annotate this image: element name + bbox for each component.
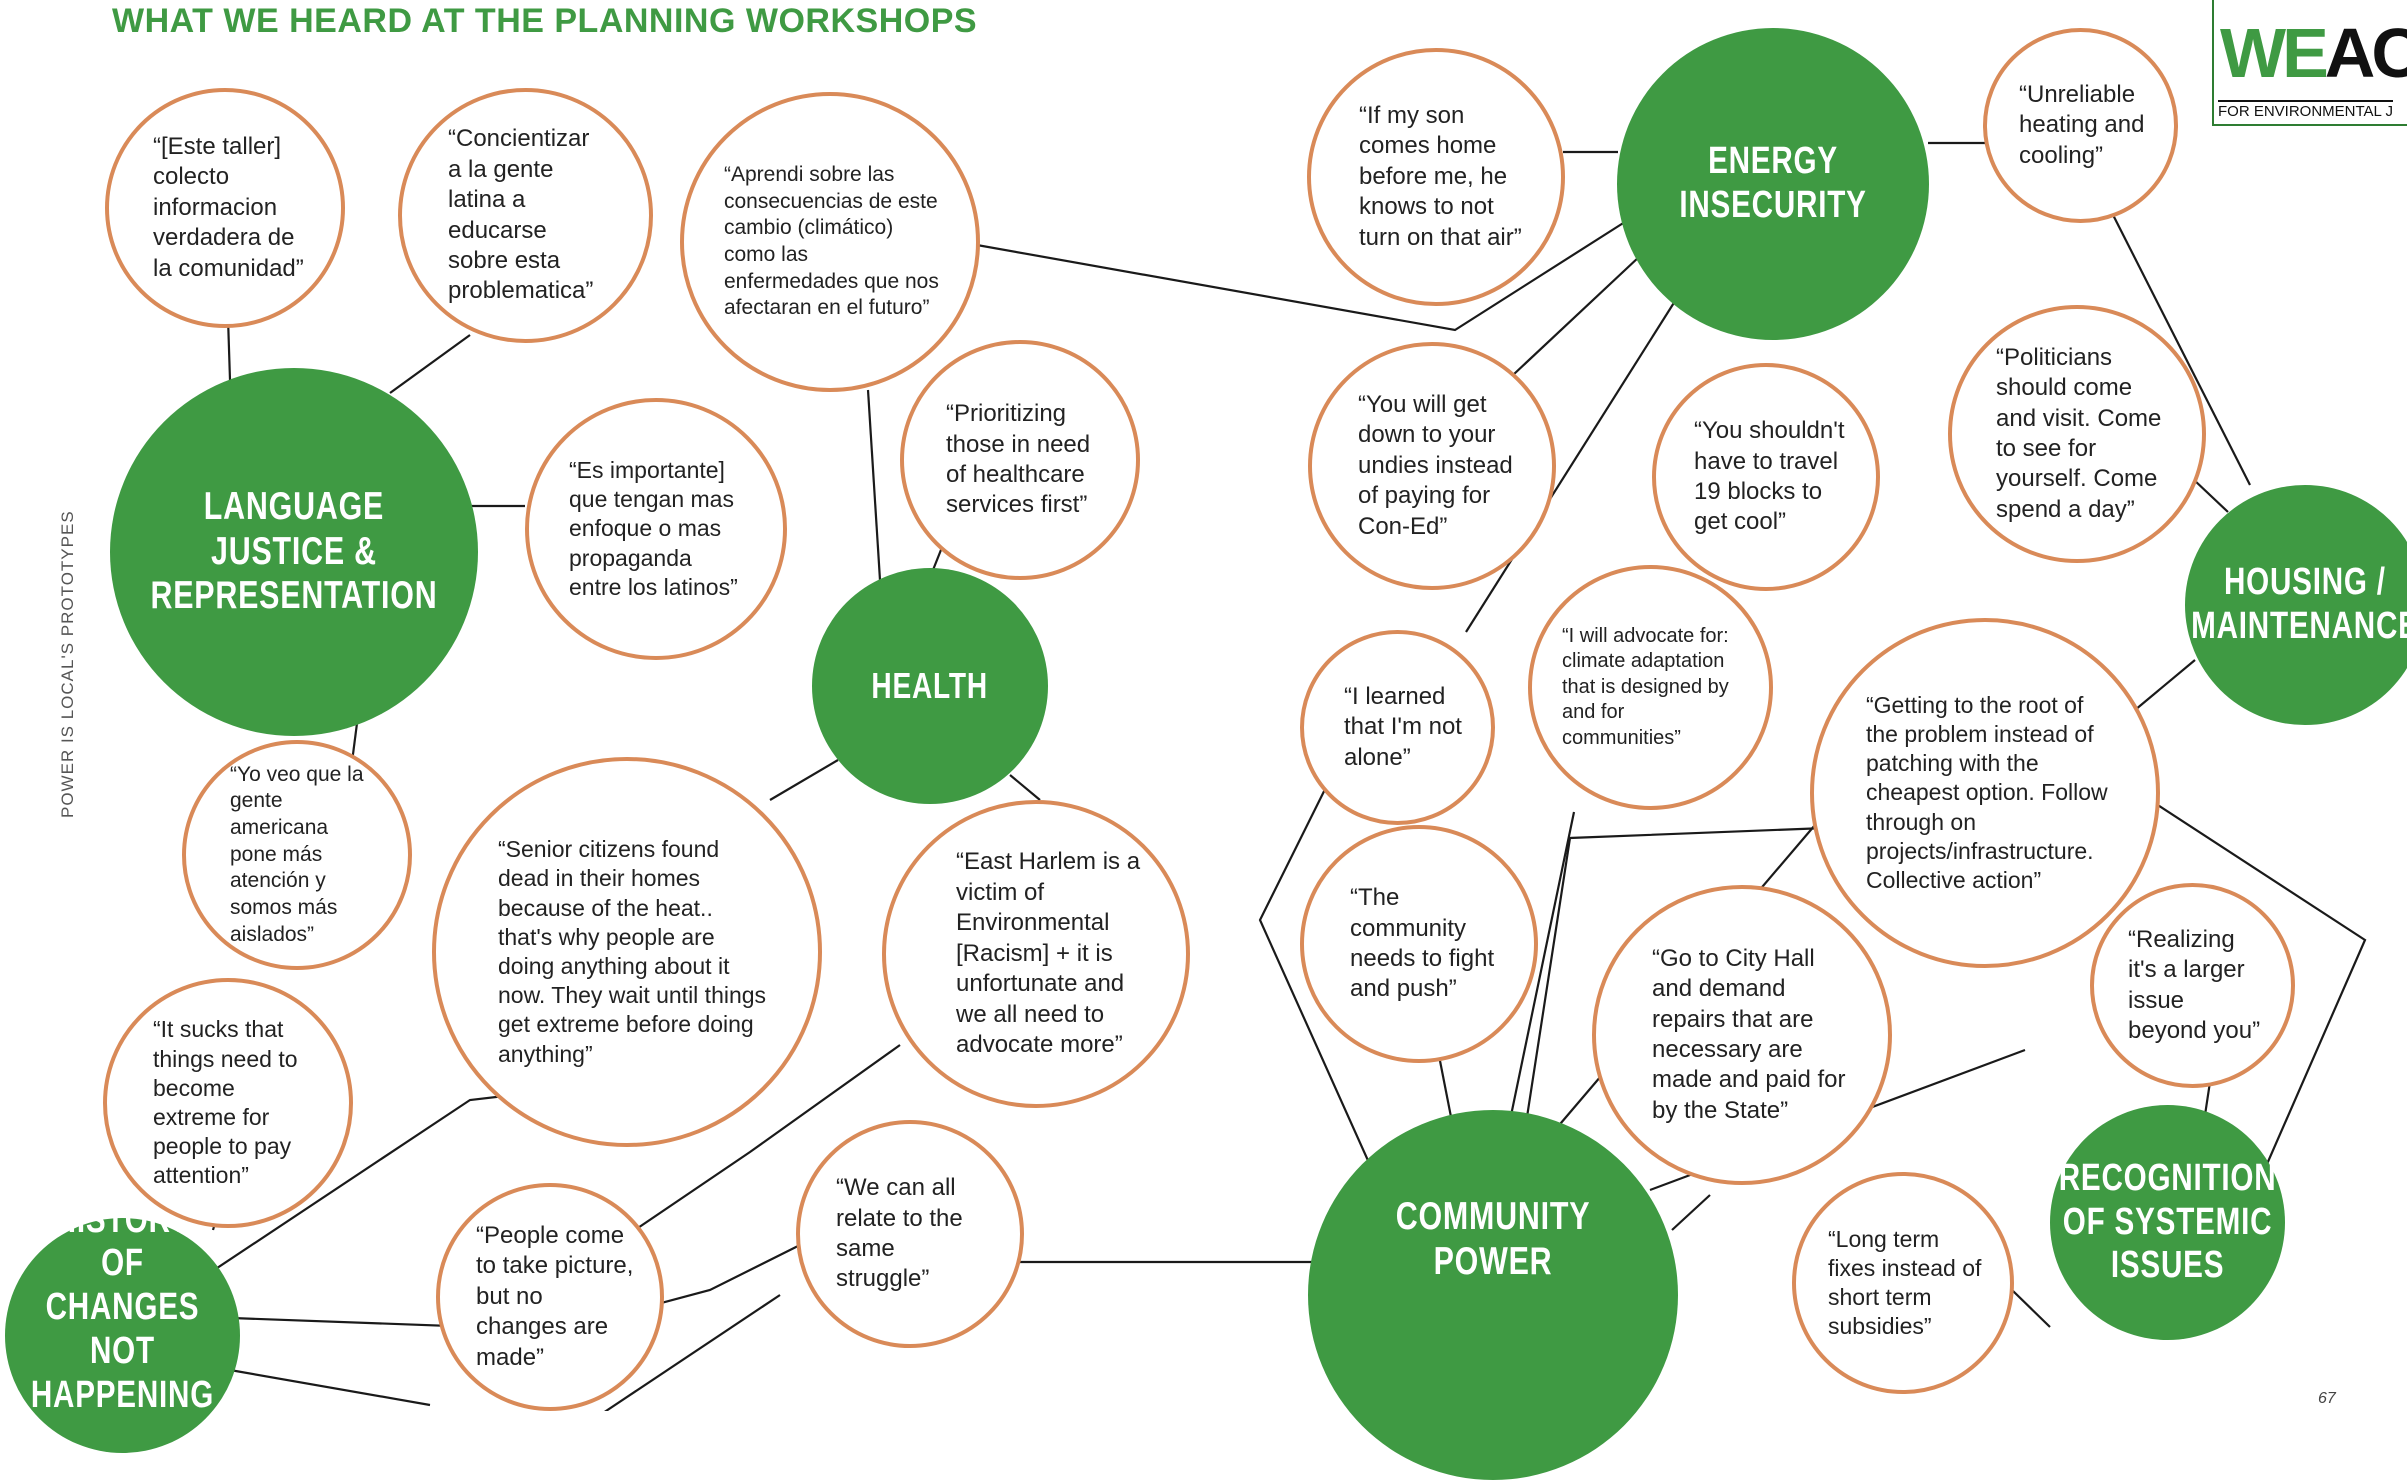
quote-importante: “Es importante] que tengan mas enfoque o… bbox=[525, 398, 787, 660]
quote-son-text: “If my son comes home before me, he know… bbox=[1359, 101, 1522, 251]
quote-larger: “Realizing it's a larger issue beyond yo… bbox=[2090, 883, 2295, 1088]
theme-energy-insecurity-label: ENERGY INSECURITY bbox=[1679, 140, 1867, 226]
weact-logo: WEAC FOR ENVIRONMENTAL J bbox=[2212, 0, 2407, 126]
quote-advocate-text: “I will advocate for: climate adaptation… bbox=[1562, 625, 1729, 749]
quote-longterm-text: “Long term fixes instead of short term s… bbox=[1828, 1225, 1982, 1340]
quote-advocate: “I will advocate for: climate adaptation… bbox=[1528, 565, 1773, 810]
quote-prioritizing-text: “Prioritizing those in need of healthcar… bbox=[946, 400, 1091, 519]
side-label: POWER IS LOCAL'S PROTOTYPES bbox=[58, 510, 77, 818]
quote-son: “If my son comes home before me, he know… bbox=[1307, 48, 1565, 306]
theme-history-changes-label: HISTORY OF CHANGES NOT HAPPENING bbox=[30, 1198, 215, 1416]
quote-veo: “Yo veo que la gente americana pone más … bbox=[182, 740, 412, 970]
quote-taller: “[Este taller] colecto informacion verda… bbox=[105, 88, 345, 328]
quote-harlem-text: “East Harlem is a victim of Environmenta… bbox=[956, 848, 1141, 1059]
quote-veo-text: “Yo veo que la gente americana pone más … bbox=[230, 762, 364, 946]
quote-picture-text: “People come to take picture, but no cha… bbox=[476, 1221, 634, 1371]
quote-cityhall-text: “Go to City Hall and demand repairs that… bbox=[1652, 944, 1846, 1124]
quote-concientizar-text: “Concientizar a la gente latina a educar… bbox=[448, 125, 594, 305]
quote-harlem: “East Harlem is a victim of Environmenta… bbox=[882, 800, 1190, 1108]
quote-undies-text: “You will get down to your undies instea… bbox=[1358, 390, 1513, 540]
quote-prioritizing: “Prioritizing those in need of healthcar… bbox=[900, 340, 1140, 580]
quote-picture: “People come to take picture, but no cha… bbox=[436, 1183, 664, 1411]
quote-learned-text: “I learned that I'm not alone” bbox=[1344, 682, 1462, 771]
quote-sucks-text: “It sucks that things need to become ext… bbox=[153, 1016, 298, 1189]
theme-community-power-label: COMMUNITY POWER bbox=[1395, 1195, 1591, 1283]
quote-cityhall: “Go to City Hall and demand repairs that… bbox=[1592, 885, 1892, 1185]
quote-root-text: “Getting to the root of the problem inst… bbox=[1866, 691, 2108, 893]
logo-subtitle: FOR ENVIRONMENTAL J bbox=[2218, 100, 2394, 120]
theme-energy-insecurity: ENERGY INSECURITY bbox=[1617, 28, 1929, 340]
theme-recognition-systemic-label: RECOGNITION OF SYSTEMIC ISSUES bbox=[2058, 1156, 2277, 1287]
quote-politicians: “Politicians should come and visit. Come… bbox=[1948, 305, 2206, 563]
quote-blocks-text: “You shouldn't have to travel 19 blocks … bbox=[1694, 417, 1845, 536]
quote-unreliable-text: “Unreliable heating and cooling” bbox=[2019, 80, 2145, 169]
theme-health-label: HEALTH bbox=[871, 665, 989, 707]
quote-blocks: “You shouldn't have to travel 19 blocks … bbox=[1652, 363, 1880, 591]
quote-aprendi-text: “Aprendi sobre las consecuencias de este… bbox=[724, 163, 939, 320]
theme-recognition-systemic: RECOGNITION OF SYSTEMIC ISSUES bbox=[2050, 1105, 2285, 1340]
quote-root: “Getting to the root of the problem inst… bbox=[1810, 618, 2160, 968]
page-title: WHAT WE HEARD AT THE PLANNING WORKSHOPS bbox=[112, 2, 978, 40]
theme-health: HEALTH bbox=[812, 568, 1048, 804]
theme-history-changes: HISTORY OF CHANGES NOT HAPPENING bbox=[5, 1199, 240, 1453]
logo-wordmark: WEAC bbox=[2220, 14, 2407, 92]
quote-fight-text: “The community needs to fight and push” bbox=[1350, 884, 1495, 1003]
quote-learned: “I learned that I'm not alone” bbox=[1300, 630, 1495, 825]
quote-longterm: “Long term fixes instead of short term s… bbox=[1792, 1172, 2014, 1394]
quote-sucks: “It sucks that things need to become ext… bbox=[103, 978, 353, 1228]
quote-larger-text: “Realizing it's a larger issue beyond yo… bbox=[2128, 925, 2261, 1044]
quote-fight: “The community needs to fight and push” bbox=[1300, 825, 1538, 1063]
theme-housing-maintenance-label: HOUSING / MAINTENANCE bbox=[2191, 561, 2407, 647]
quote-concientizar: “Concientizar a la gente latina a educar… bbox=[398, 88, 653, 343]
page-number: 67 bbox=[2318, 1390, 2336, 1407]
theme-language-justice-label: LANGUAGE JUSTICE & REPRESENTATION bbox=[150, 484, 438, 618]
theme-housing-maintenance: HOUSING / MAINTENANCE bbox=[2185, 485, 2407, 725]
theme-community-power: COMMUNITY POWER bbox=[1308, 1110, 1678, 1480]
quote-relate: “We can all relate to the same struggle” bbox=[796, 1120, 1024, 1348]
quote-importante-text: “Es importante] que tengan mas enfoque o… bbox=[569, 456, 738, 600]
quote-aprendi: “Aprendi sobre las consecuencias de este… bbox=[680, 92, 980, 392]
quote-senior: “Senior citizens found dead in their hom… bbox=[432, 757, 822, 1147]
theme-language-justice: LANGUAGE JUSTICE & REPRESENTATION bbox=[110, 368, 478, 736]
quote-taller-text: “[Este taller] colecto informacion verda… bbox=[153, 132, 304, 282]
quote-unreliable: “Unreliable heating and cooling” bbox=[1983, 28, 2178, 223]
quote-senior-text: “Senior citizens found dead in their hom… bbox=[498, 836, 767, 1067]
quote-undies: “You will get down to your undies instea… bbox=[1308, 342, 1556, 590]
quote-relate-text: “We can all relate to the same struggle” bbox=[836, 1174, 963, 1293]
quote-politicians-text: “Politicians should come and visit. Come… bbox=[1996, 343, 2162, 523]
